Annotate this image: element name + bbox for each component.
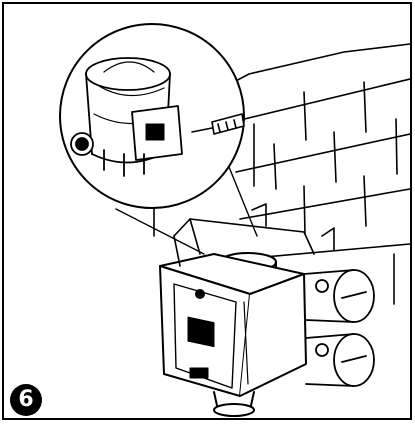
vent-unit-icon bbox=[159, 203, 375, 417]
instruction-figure: 6 bbox=[2, 2, 412, 420]
screwdriver-icon bbox=[191, 113, 245, 135]
callout-leader-lines bbox=[115, 161, 258, 255]
duct-collar-icon bbox=[70, 57, 183, 177]
magnifier-callout-icon bbox=[59, 23, 245, 209]
step-number-badge: 6 bbox=[10, 384, 42, 416]
installation-illustration bbox=[59, 23, 410, 417]
